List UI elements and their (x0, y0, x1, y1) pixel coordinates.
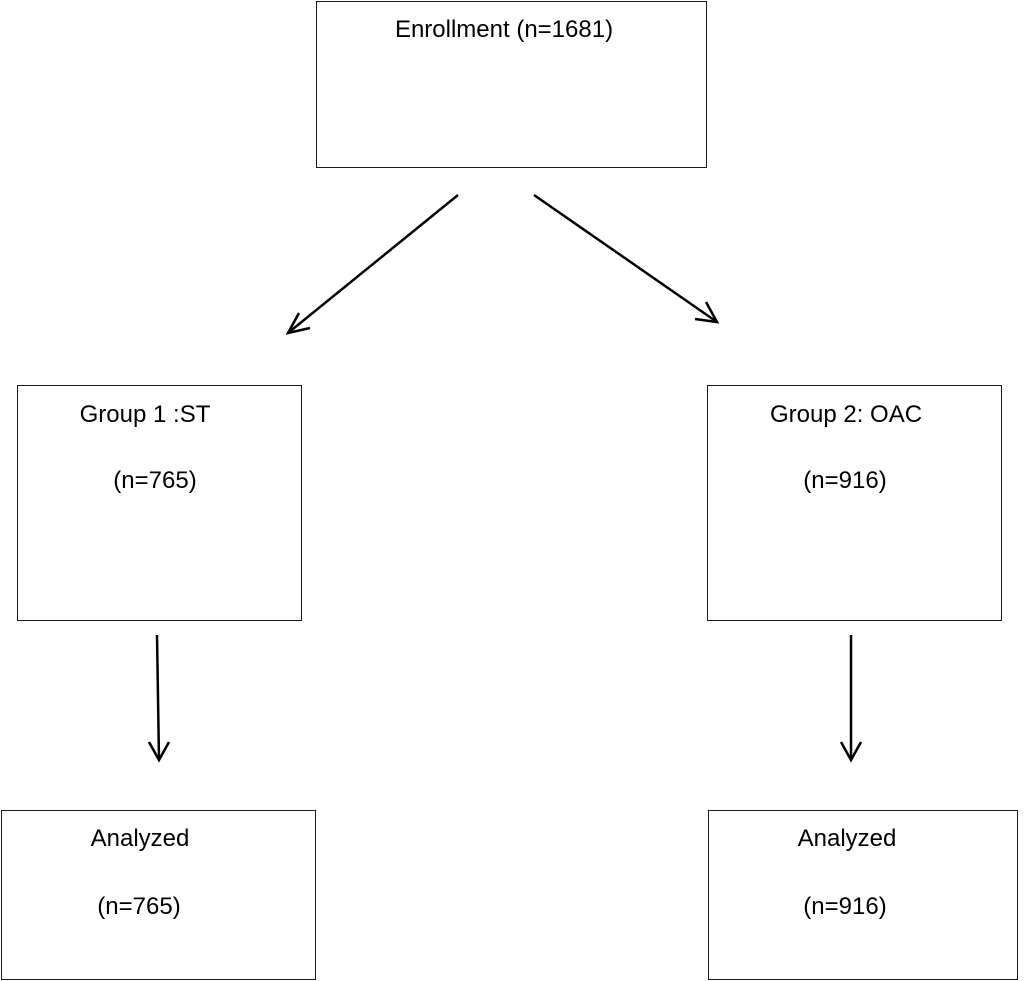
analyzed2-box (708, 810, 1018, 980)
arrow-group2-to-analyzed2 (839, 635, 863, 763)
arrow-group1-to-analyzed1 (147, 634, 171, 763)
group1-box (17, 385, 302, 621)
analyzed1-title: Analyzed (90, 825, 190, 852)
enrollment-label: Enrollment (n=1681) (394, 16, 614, 43)
group1-count: (n=765) (113, 467, 197, 494)
arrow-enrollment-to-group1 (285, 194, 459, 335)
group2-count: (n=916) (803, 467, 887, 494)
group1-title: Group 1 :ST (79, 401, 211, 428)
arrow-enrollment-to-group2 (533, 193, 720, 324)
group2-title: Group 2: OAC (769, 401, 923, 428)
analyzed2-title: Analyzed (797, 825, 897, 852)
analyzed2-count: (n=916) (803, 893, 887, 920)
analyzed1-box (1, 810, 316, 980)
group2-box (707, 385, 1002, 621)
analyzed1-count: (n=765) (97, 893, 181, 920)
enrollment-box (316, 1, 707, 168)
